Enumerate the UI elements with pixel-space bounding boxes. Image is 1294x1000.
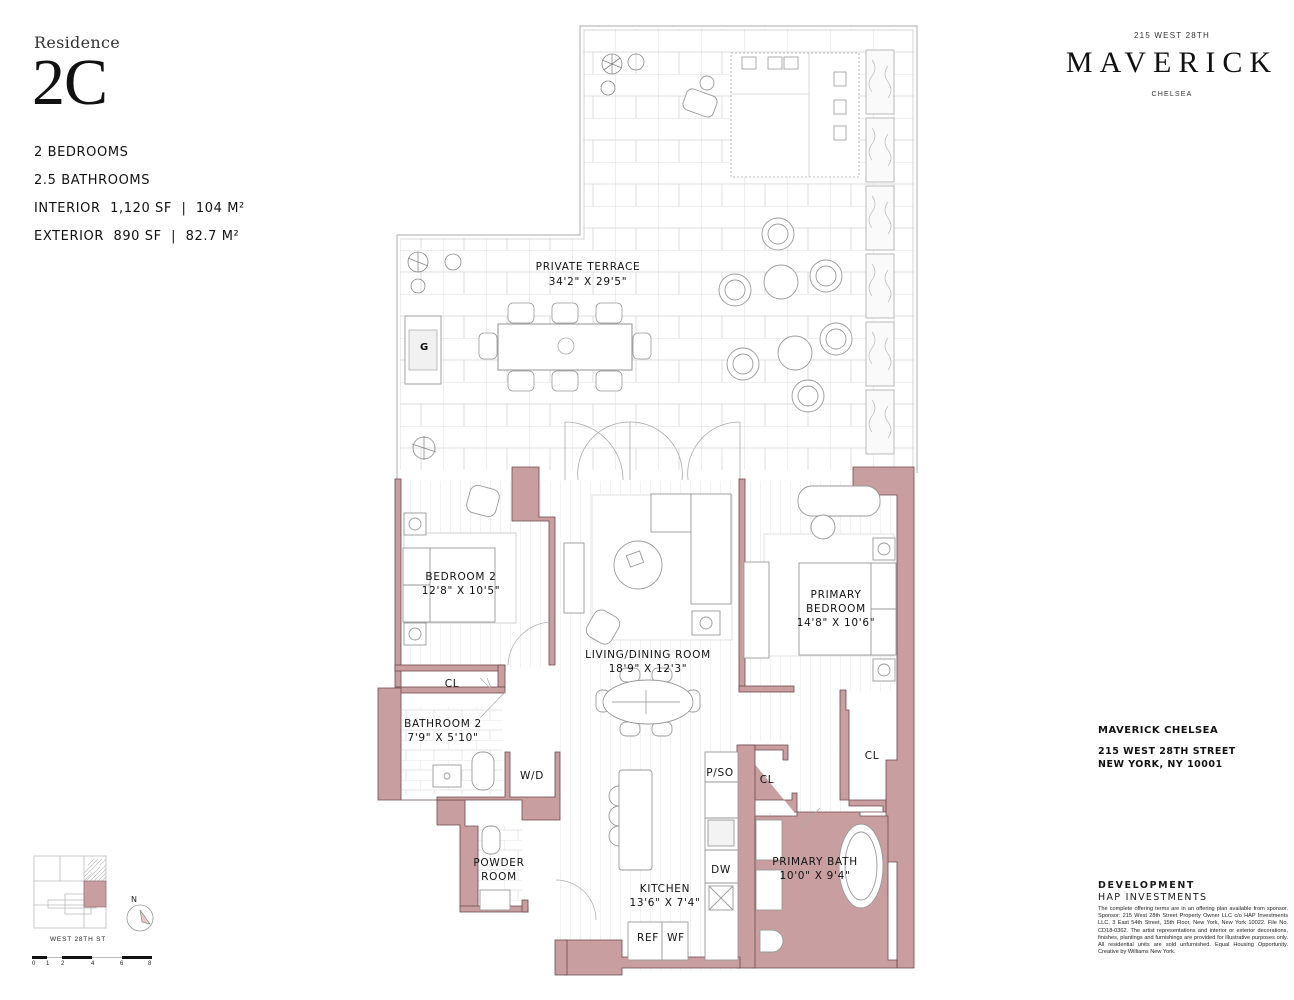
address-city: NEW YORK, NY 10001 — [1098, 759, 1223, 770]
brand-address-line: 215 WEST 28TH — [1134, 31, 1210, 40]
room-labels: BEDROOM 2 12'8" X 10'5" LIVING/DINING RO… — [404, 571, 880, 944]
refrigerator-label: REF — [637, 932, 659, 944]
dishwasher-label: DW — [711, 864, 731, 876]
scale-tick-8: 8 — [148, 961, 152, 967]
grill-label: G — [420, 342, 428, 353]
terrace-doors — [564, 421, 741, 481]
address-street: 215 WEST 28TH STREET — [1098, 746, 1236, 757]
spec-exterior: EXTERIOR 890 SF | 82.7 M² — [34, 229, 240, 244]
closet-primary: CL — [865, 750, 880, 762]
powder-name-1: POWDER — [473, 857, 524, 869]
primary-bedroom-dims: 14'8" X 10'6" — [797, 617, 875, 629]
unit-hatch — [83, 858, 107, 882]
address-block: MAVERICK CHELSEA 215 WEST 28TH STREET NE… — [1098, 725, 1236, 771]
legal-disclaimer: The complete offering terms are in an of… — [1098, 906, 1288, 956]
brand-logo: MAVERICK — [1065, 46, 1279, 79]
wine-fridge-label: WF — [667, 932, 685, 944]
address-building-name: MAVERICK CHELSEA — [1098, 725, 1219, 736]
scale-tick-1: 1 — [46, 961, 50, 967]
scale-tick-2: 2 — [61, 961, 65, 967]
terrace-dining-chairs — [478, 302, 652, 392]
living-name: LIVING/DINING ROOM — [585, 649, 711, 661]
scale-tick-6: 6 — [120, 961, 124, 967]
development-block: DEVELOPMENT HAP INVESTMENTS The complete… — [1098, 880, 1288, 956]
kitchen-dims: 13'6" X 7'4" — [629, 897, 700, 909]
bedroom2-name: BEDROOM 2 — [425, 571, 496, 583]
residence-specs: 2 BEDROOMS 2.5 BATHROOMS INTERIOR 1,120 … — [34, 145, 245, 257]
brand-neighborhood: CHELSEA — [1151, 91, 1193, 98]
terrace-name: PRIVATE TERRACE — [536, 261, 641, 273]
washer-dryer-label: W/D — [520, 770, 544, 782]
bedroom2-dims: 12'8" X 10'5" — [422, 585, 500, 597]
primary-bedroom-name-2: BEDROOM — [806, 603, 866, 615]
living-dims: 18'9" X 12'3" — [609, 663, 687, 675]
terrace-dining-table — [497, 323, 633, 371]
pantry-label: P/SO — [706, 767, 734, 779]
spec-bedrooms: 2 BEDROOMS — [34, 145, 129, 160]
closet-bedroom2: CL — [445, 678, 460, 690]
bathroom2-dims: 7'9" X 5'10" — [407, 732, 478, 744]
primary-bath-dims: 10'0" X 9'4" — [779, 870, 850, 882]
kitchen-name: KITCHEN — [640, 883, 690, 895]
terrace-dims: 34'2" X 29'5" — [549, 276, 627, 288]
private-terrace: G PRIVATE TERRACE 34'2" X 29'5" — [396, 25, 918, 481]
developer-name: HAP INVESTMENTS — [1098, 892, 1208, 903]
scale-tick-0: 0 — [32, 961, 36, 967]
primary-bedroom-name-1: PRIMARY — [811, 589, 862, 601]
planter-boxes — [865, 49, 895, 455]
door-swings — [479, 621, 821, 921]
residence-label: Residence — [34, 33, 120, 52]
development-heading: DEVELOPMENT — [1098, 880, 1195, 891]
key-plan: N — [33, 855, 154, 932]
closet-hall: CL — [760, 774, 775, 786]
spec-interior: INTERIOR 1,120 SF | 104 M² — [34, 201, 245, 216]
spec-bathrooms: 2.5 BATHROOMS — [34, 173, 151, 188]
bathroom2-name: BATHROOM 2 — [404, 718, 482, 730]
terrace-lounge-set — [718, 217, 853, 413]
street-label: WEST 28TH ST — [50, 936, 107, 943]
scale-bar — [32, 956, 152, 959]
unit-highlight — [83, 880, 107, 908]
north-arrow-circle — [126, 904, 154, 932]
residence-unit: 2C — [32, 46, 108, 119]
interior-furniture — [402, 484, 897, 961]
primary-bath-name: PRIMARY BATH — [772, 856, 858, 868]
north-arrow-icon — [139, 909, 151, 925]
powder-name-2: ROOM — [481, 871, 517, 883]
outdoor-rug — [730, 52, 860, 178]
north-label: N — [131, 895, 137, 904]
plant-icons — [407, 53, 645, 460]
scale-tick-4: 4 — [91, 961, 95, 967]
